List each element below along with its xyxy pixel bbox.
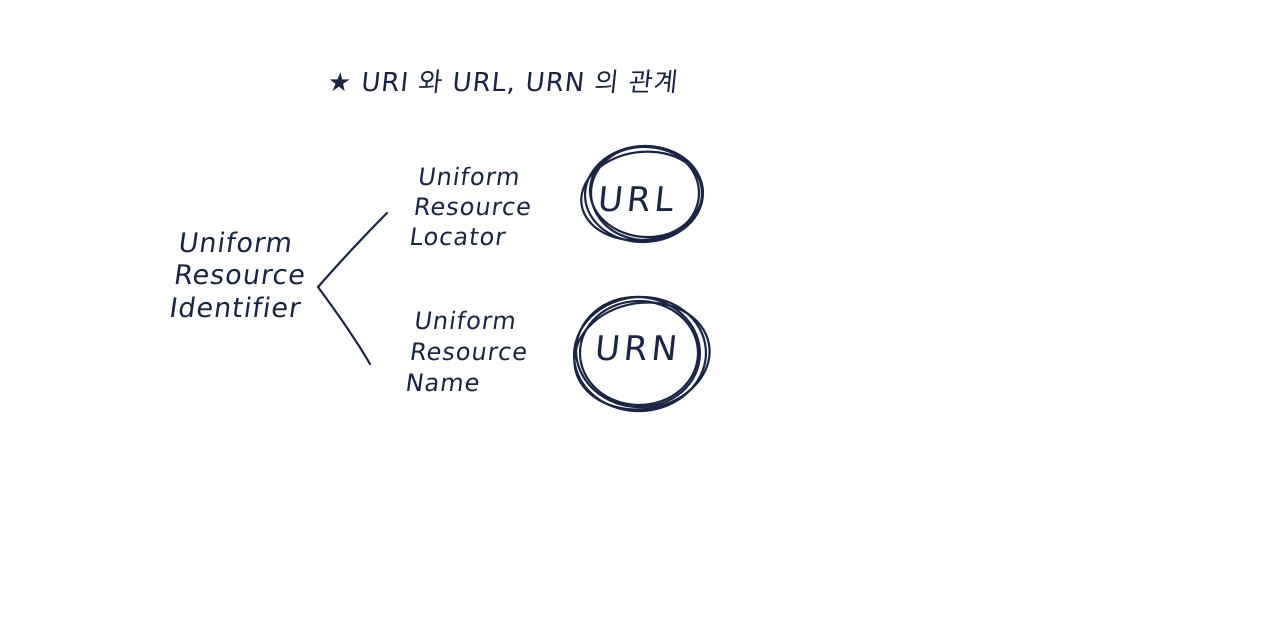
url-circle bbox=[580, 144, 705, 244]
urn-abbreviation: URN bbox=[592, 329, 684, 369]
urn-circle bbox=[572, 295, 711, 413]
branch-line-to-url bbox=[316, 211, 389, 289]
branch-line-to-urn bbox=[316, 285, 372, 366]
url-abbreviation: URL bbox=[595, 180, 680, 220]
